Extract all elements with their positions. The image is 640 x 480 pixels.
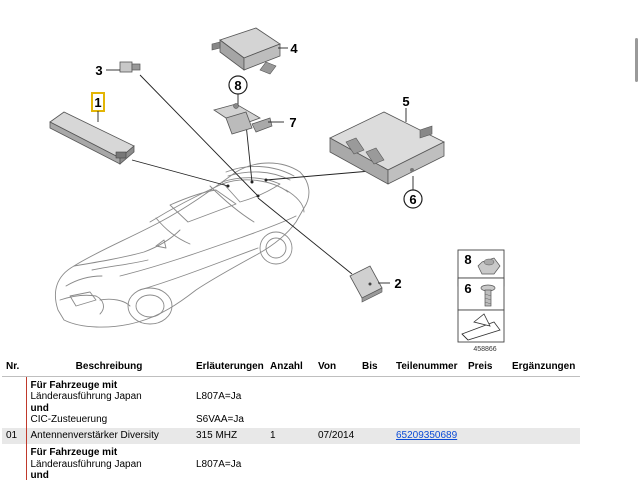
nut-icon xyxy=(477,257,501,275)
cell-nr: 01 xyxy=(2,428,26,444)
cell-preis xyxy=(464,428,508,444)
col-header-erlaeuterungen[interactable]: Erläuterungen xyxy=(192,358,266,377)
legend-callout-8: 8 xyxy=(464,252,471,267)
cell-beschreibung: Für Fahrzeuge mit Länderausführung Japan… xyxy=(25,444,192,480)
scrollbar-thumb[interactable] xyxy=(635,38,638,82)
cell-erlaeuterungen: L807A=Ja S6VAA=Ja xyxy=(192,376,266,428)
cell-nr xyxy=(2,444,26,480)
cell-bis xyxy=(358,428,392,444)
callout-1[interactable]: 1 xyxy=(94,95,101,110)
screw-icon xyxy=(480,284,496,307)
cell-erlaeuterungen: 315 MHZ xyxy=(192,428,266,444)
callout-6-circle xyxy=(403,189,423,209)
hardware-legend: 8 6 xyxy=(457,249,505,343)
col-header-beschreibung[interactable]: Beschreibung xyxy=(26,358,192,377)
note-line: und xyxy=(30,402,49,414)
cell-nr xyxy=(2,376,26,428)
cell-von: 07/2014 xyxy=(314,428,358,444)
part-antenna-amplifier[interactable] xyxy=(49,111,135,165)
note-line: Länderausführung Japan xyxy=(30,458,142,470)
cell-anzahl: 1 xyxy=(266,428,314,444)
col-header-von[interactable]: Von xyxy=(314,358,358,377)
cell-beschreibung: Antennenverstärker Diversity xyxy=(25,428,192,444)
cell-teilenummer[interactable]: 65209350689 xyxy=(392,428,464,444)
parts-table: Nr. Beschreibung Erläuterungen Anzahl Vo… xyxy=(2,358,580,480)
parts-diagram: 1 3 4 8 7 5 6 xyxy=(49,27,505,353)
callout-8-circle xyxy=(228,75,248,95)
table-row-note: Für Fahrzeuge mit Länderausführung Japan… xyxy=(2,376,580,428)
cell-erlaeuterungen: L807A=Ja xyxy=(192,444,266,480)
part-control-module[interactable] xyxy=(211,27,281,75)
arrow-symbol-icon xyxy=(461,313,501,341)
leader-lines xyxy=(131,74,383,275)
callout-7[interactable]: 7 xyxy=(289,115,296,130)
note-code: S6VAA=Ja xyxy=(196,414,244,425)
note-line: CIC-Zusteuerung xyxy=(30,414,108,425)
attach-points xyxy=(226,178,268,198)
table-row[interactable]: 01 Antennenverstärker Diversity 315 MHZ … xyxy=(2,428,580,444)
callout-6[interactable]: 6 xyxy=(409,192,416,207)
part-small-module[interactable] xyxy=(349,265,383,303)
note-line: Für Fahrzeuge mit xyxy=(30,447,118,458)
cell-ergaenzungen xyxy=(508,428,580,444)
callout-4[interactable]: 4 xyxy=(290,41,298,56)
scrollbar[interactable] xyxy=(632,0,640,358)
col-header-teilenummer[interactable]: Teilenummer xyxy=(392,358,464,377)
col-header-preis[interactable]: Preis xyxy=(464,358,508,377)
cell-beschreibung: Für Fahrzeuge mit Länderausführung Japan… xyxy=(25,376,192,428)
callout-3[interactable]: 3 xyxy=(95,63,102,78)
callout-8[interactable]: 8 xyxy=(234,78,241,93)
part-bracket[interactable] xyxy=(213,103,273,135)
legend-callout-6: 6 xyxy=(464,281,471,296)
note-line: Für Fahrzeuge mit xyxy=(30,379,118,391)
table-row-note: Für Fahrzeuge mit Länderausführung Japan… xyxy=(2,444,580,480)
part-main-unit[interactable] xyxy=(329,111,445,185)
callout-5[interactable]: 5 xyxy=(402,94,409,109)
note-line: Länderausführung Japan xyxy=(30,391,142,402)
col-header-anzahl[interactable]: Anzahl xyxy=(266,358,314,377)
car-illustration xyxy=(54,162,310,328)
table-header-row: Nr. Beschreibung Erläuterungen Anzahl Vo… xyxy=(2,358,580,377)
callout-2[interactable]: 2 xyxy=(394,276,401,291)
part-number-link[interactable]: 65209350689 xyxy=(396,430,458,441)
col-header-bis[interactable]: Bis xyxy=(358,358,392,377)
note-line: und xyxy=(30,470,49,480)
note-code: L807A=Ja xyxy=(196,458,242,470)
col-header-ergaenzungen[interactable]: Ergänzungen xyxy=(508,358,580,377)
drawing-number: 458866 xyxy=(473,346,496,353)
note-code: L807A=Ja xyxy=(196,391,242,402)
part-sensor[interactable] xyxy=(119,61,141,73)
col-header-nr[interactable]: Nr. xyxy=(2,358,26,377)
